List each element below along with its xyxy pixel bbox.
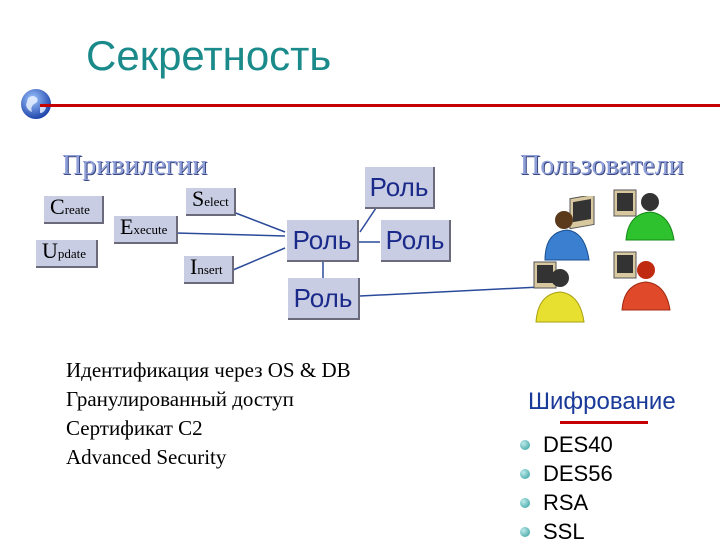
- privilege-update: Update: [36, 240, 98, 268]
- user-icon: [613, 189, 675, 241]
- encryption-list: DES40 DES56 RSA SSL: [520, 430, 613, 546]
- role-middle: Роль: [287, 220, 359, 262]
- bullet-icon: [520, 526, 530, 537]
- line-execute-role: [175, 232, 286, 237]
- user-icon: [544, 196, 595, 261]
- line-insert-role: [232, 247, 286, 271]
- feature-item: Сертификат C2: [66, 416, 203, 440]
- privilege-execute: Execute: [114, 216, 178, 244]
- page-title: Секретность: [86, 32, 332, 79]
- encryption-item: DES56: [520, 459, 613, 488]
- privilege-create: Create: [44, 196, 104, 224]
- encryption-item: RSA: [520, 488, 613, 517]
- role-bottom: Роль: [288, 278, 360, 320]
- bullet-icon: [520, 497, 530, 508]
- encryption-underline: [560, 421, 648, 424]
- users-heading: Пользователи: [520, 150, 684, 181]
- user-icon: [613, 251, 671, 311]
- privilege-select: Select: [186, 188, 236, 216]
- line-role-users: [359, 286, 541, 297]
- privileges-heading: Привилегии: [62, 150, 208, 181]
- bullet-icon: [520, 439, 530, 450]
- feature-item: Advanced Security: [66, 445, 227, 469]
- privilege-insert: Insert: [184, 256, 234, 284]
- encryption-heading: Шифрование: [528, 388, 676, 415]
- user-icon: [533, 261, 585, 323]
- security-features-list: Идентификация через OS & DB Гранулирован…: [66, 356, 351, 472]
- encryption-item: DES40: [520, 430, 613, 459]
- encryption-item: SSL: [520, 517, 613, 546]
- role-top: Роль: [365, 167, 435, 209]
- role-right: Роль: [381, 220, 451, 262]
- line-role-role-top: [359, 204, 379, 233]
- title-underline: [40, 104, 720, 107]
- line-select-role: [232, 211, 286, 233]
- bullet-icon: [520, 468, 530, 479]
- feature-item: Гранулированный доступ: [66, 387, 294, 411]
- feature-item: Идентификация через OS & DB: [66, 358, 351, 382]
